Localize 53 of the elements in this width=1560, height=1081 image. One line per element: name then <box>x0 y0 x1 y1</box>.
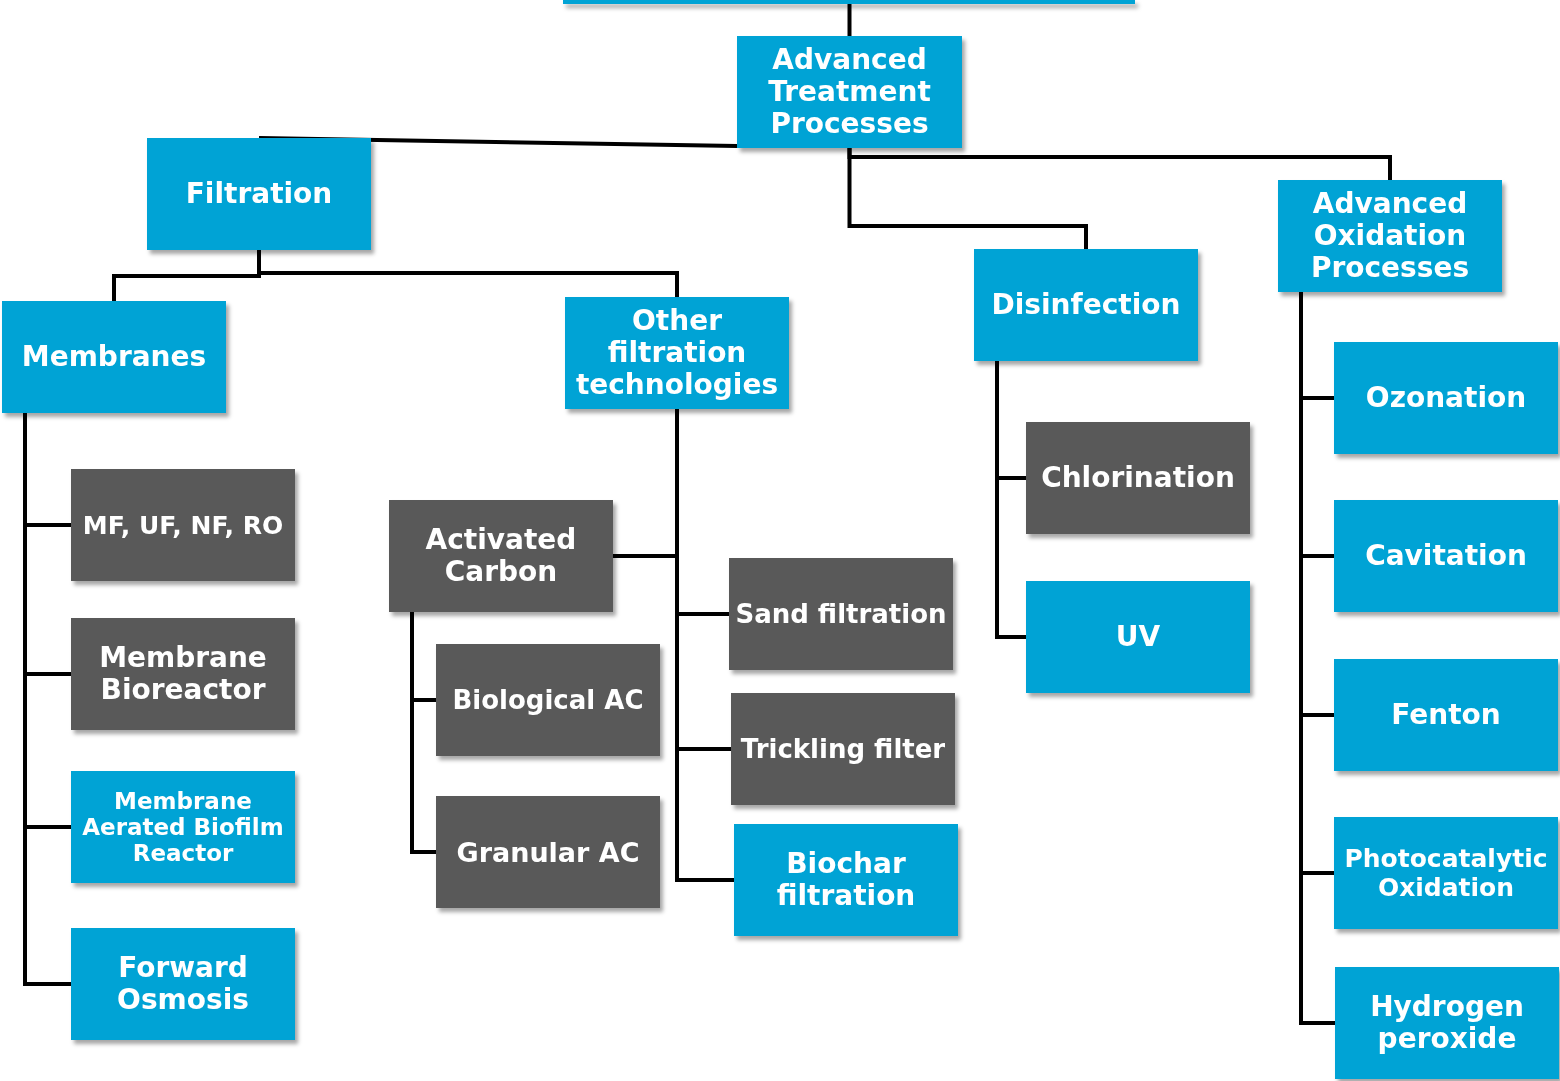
process-box <box>565 297 789 409</box>
box-label: Membrane Bioreactor <box>98 642 268 706</box>
box-label: MF, UF, NF, RO <box>82 510 284 540</box>
box-label: Biochar filtration <box>775 848 917 912</box>
process-box <box>71 928 295 1040</box>
process-box <box>147 138 371 250</box>
box-label: Hydrogen peroxide <box>1369 991 1525 1055</box>
process-box <box>1334 500 1558 612</box>
box-label: Filtration <box>185 178 333 210</box>
process-box <box>1335 967 1559 1079</box>
process-box <box>389 500 613 612</box>
box-label: Membrane Aerated Biofilm Reactor <box>81 788 285 866</box>
box-label: Advanced Oxidation Processes <box>1309 188 1471 284</box>
process-box <box>71 469 295 581</box>
process-box <box>729 558 953 670</box>
connector-line <box>847 148 1392 180</box>
process-box <box>1026 581 1250 693</box>
box-label: Other filtration technologies <box>574 305 780 401</box>
process-box <box>737 36 962 148</box>
box-label: Photocatalytic Oxidation <box>1343 844 1549 902</box>
process-box <box>71 771 295 883</box>
process-box <box>436 644 660 756</box>
process-box <box>1278 180 1502 292</box>
process-box <box>2 301 226 413</box>
box-label: Advanced Treatment Processes <box>767 44 932 140</box>
process-box <box>734 824 958 936</box>
process-box <box>1334 342 1558 454</box>
process-box <box>1026 422 1250 534</box>
process-box <box>731 693 955 805</box>
box-label: Granular AC <box>456 836 640 868</box>
box-label: Sand filtration <box>735 599 947 629</box>
process-box <box>563 0 1135 4</box>
box-label: Membranes <box>21 341 207 373</box>
box-label: UV <box>1115 621 1161 653</box>
box-label: Biological AC <box>452 685 644 715</box>
box-label: Disinfection <box>991 289 1181 321</box>
connector-line <box>410 612 436 854</box>
box-label: Chlorination <box>1041 462 1235 494</box>
process-box <box>1334 659 1558 771</box>
process-box <box>974 249 1198 361</box>
process-box <box>71 618 295 730</box>
box-label: Fenton <box>1391 699 1501 731</box>
process-box <box>1334 817 1558 929</box>
connector-line <box>257 250 679 297</box>
box-label: Cavitation <box>1365 540 1527 572</box>
process-box <box>436 796 660 908</box>
connector-line <box>675 409 734 882</box>
box-label: Forward Osmosis <box>116 952 250 1016</box>
box-label: Ozonation <box>1365 382 1527 414</box>
box-label: Trickling filter <box>740 734 946 764</box>
connector-line <box>847 4 852 36</box>
box-label: Activated Carbon <box>424 524 578 588</box>
connector-line <box>258 136 738 148</box>
